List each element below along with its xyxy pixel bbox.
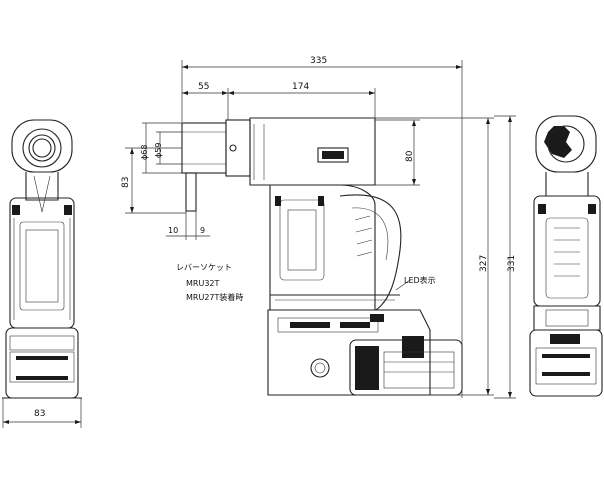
dim-55: 55 [198,82,209,92]
dim-phi59: ϕ59 [154,143,163,158]
dim-327: 327 [479,255,489,272]
dim-9: 9 [200,226,205,235]
rear-view [529,115,603,397]
dim-phi68: ϕ68 [140,145,149,160]
dim-331: 331 [507,255,517,272]
dim-83-height: 83 [121,177,131,188]
dim-335: 335 [310,56,327,66]
socket-label-2: MRU32T [186,279,219,288]
dim-width-83: 83 [34,409,45,419]
dim-174: 174 [292,82,309,92]
side-view: LED表示 レバーソケット MRU32T MRU27T装着時 335 55 17… [121,56,517,399]
front-view: 83 [2,119,82,428]
led-label: LED表示 [404,275,436,285]
socket-label-1: レバーソケット [176,263,232,272]
dim-10: 10 [168,226,178,235]
socket-label-3: MRU27T装着時 [186,292,243,302]
dim-80: 80 [405,150,415,162]
